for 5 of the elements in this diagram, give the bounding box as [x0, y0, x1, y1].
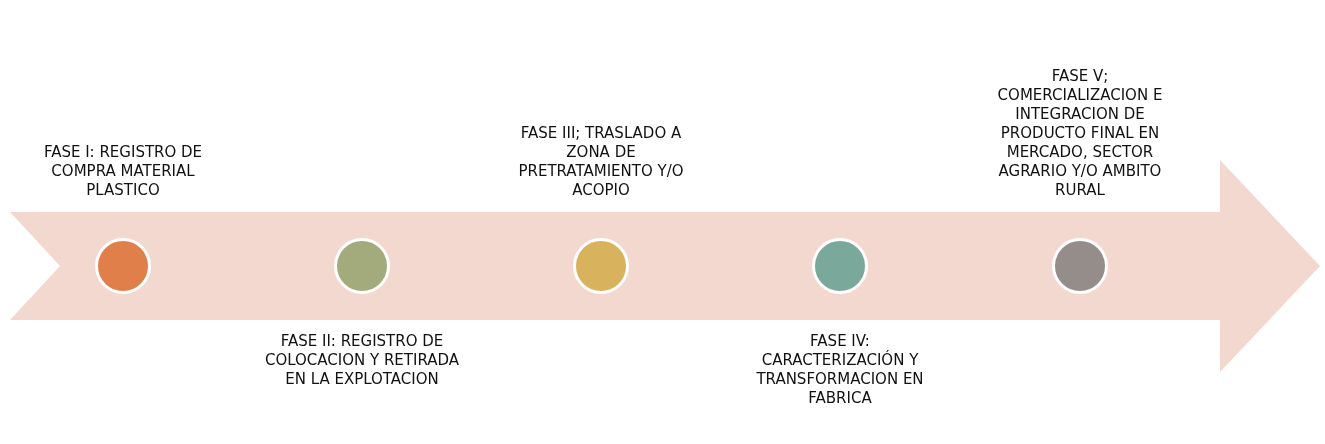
- phase-label: FASE V; COMERCIALIZACION E INTEGRACION DE PRODUCTO FINAL EN MERCADO, SECTOR AGRARIO Y/O AMBITO RURAL: [996, 67, 1164, 200]
- phase-label: FASE III; TRASLADO A ZONA DE PRETRATAMIENTO Y/O ACOPIO: [517, 124, 685, 200]
- phase-label: FASE II: REGISTRO DE COLOCACION Y RETIRADA EN LA EXPLOTACION: [263, 332, 461, 389]
- phase-label: FASE I: REGISTRO DE COMPRA MATERIAL PLASTICO: [42, 143, 204, 200]
- phase-label: FASE IV: CARACTERIZACIÓN Y TRANSFORMACION EN FABRICA: [755, 332, 925, 408]
